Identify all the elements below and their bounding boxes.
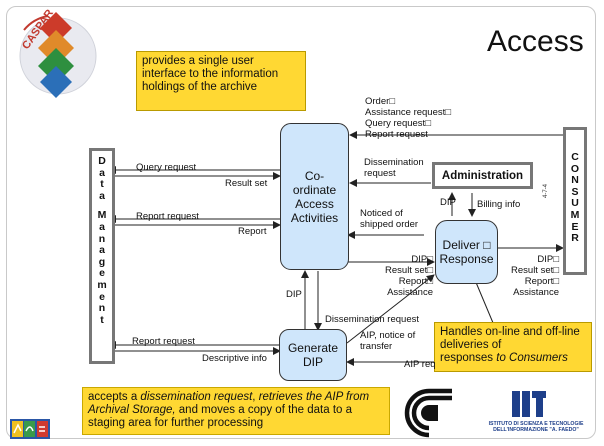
consumer-request-item: Query request□ <box>365 118 431 129</box>
callout-bottom-segment: dissemination request <box>140 391 253 403</box>
deliver-output-item: Assistance <box>513 287 559 298</box>
report-label: Report <box>238 226 267 237</box>
slide-frame <box>6 6 596 439</box>
deliver-outputs-label: DIP□ Result set□ Report□ Assistance <box>503 254 559 298</box>
consumer-letter: M <box>570 208 580 221</box>
deliver-input-item: Assistance <box>387 287 433 298</box>
consumer-letter: O <box>570 162 580 175</box>
consumer-letter: C <box>571 151 579 163</box>
aip-notice-label: AIP, notice of transfer <box>360 330 416 352</box>
data-management-letter: n <box>98 302 106 315</box>
data-management-letter: t <box>100 178 104 191</box>
coordinate-access-box: Co-ordinate Access Activities <box>280 123 349 270</box>
data-management-letter: M <box>97 209 107 222</box>
callout-top: provides a single user interface to the … <box>136 51 306 111</box>
dip-vertical-label: DIP <box>286 289 302 300</box>
deliver-output-item: Result set□ <box>511 265 559 276</box>
data-management-letter: a <box>99 220 105 233</box>
generate-dip-box: Generate DIP <box>279 329 347 381</box>
data-management-letter: e <box>99 290 105 303</box>
data-management-letter: a <box>99 244 105 257</box>
billing-info-label: Billing info <box>477 199 521 210</box>
cnr-logo <box>404 388 452 438</box>
partner-logo-icon <box>10 419 50 439</box>
callout-right-line2: responses <box>440 352 497 364</box>
deliver-input-item: DIP□ <box>411 254 433 265</box>
consumer-letter: N <box>571 174 579 187</box>
caspar-logo: CASPAR <box>19 8 97 98</box>
noticed-shipped-label: Noticed of shipped order <box>360 208 419 230</box>
isti-logo <box>512 391 546 417</box>
consumer-letter: S <box>571 185 579 198</box>
data-management-letter: t <box>100 313 104 326</box>
consumer-letter: R <box>571 232 579 245</box>
page-marker: 4-7-4 <box>543 183 549 198</box>
deliver-output-item: Report□ <box>524 276 559 287</box>
data-management-letter: g <box>98 255 106 268</box>
dissemination-request-top-label: Dissemination request <box>364 157 424 179</box>
callout-right-line1: Handles on-line and off-line deliveries … <box>440 326 580 351</box>
result-set-label: Result set <box>225 178 268 189</box>
data-management-letter: e <box>99 267 105 280</box>
data-management-letter: a <box>99 189 105 202</box>
page-title: Access <box>487 25 584 58</box>
data-management-letter: D <box>98 155 106 167</box>
isti-caption: ISTITUTO DI SCIENZA E TECNOLOGIE DELL'IN… <box>488 421 584 433</box>
callout-right: Handles on-line and off-line deliveries … <box>434 322 592 372</box>
data-management-letter: a <box>99 166 105 179</box>
deliver-input-item: Report□ <box>398 276 433 287</box>
consumer-request-item: Order□ <box>365 96 396 107</box>
deliver-inputs-label: DIP□ Result set□ Report□ Assistance <box>352 254 433 298</box>
deliver-response-box: Deliver □ Response <box>435 220 498 284</box>
report-request-left-label: Report request <box>136 211 199 222</box>
callout-bottom: accepts a dissemination request, retriev… <box>82 387 390 435</box>
consumer-request-item: Report request <box>365 129 428 140</box>
descriptive-info-label: Descriptive info <box>202 353 267 364</box>
data-management-letter: m <box>97 278 107 291</box>
callout-bottom-segment: accepts a <box>88 391 141 403</box>
consumer-requests-label: Order□ Assistance request□ Query request… <box>365 96 451 140</box>
dip-admin-label: DIP <box>440 197 456 208</box>
callout-bottom-segment: , <box>252 391 259 403</box>
data-management-letter: n <box>98 232 106 245</box>
administration-box: Administration <box>432 162 533 189</box>
dissemination-request-mid-label: Dissemination request <box>325 314 419 325</box>
query-request-label: Query request <box>136 162 197 173</box>
aip-request-label: AIP req <box>404 359 436 370</box>
deliver-input-item: Result set□ <box>385 265 433 276</box>
callout-bottom-segment: retrieves the AIP from Archival Storage, <box>88 391 370 416</box>
callout-bottom-segment: and moves a copy of the data to a stagin… <box>88 404 353 429</box>
consumer-letter: E <box>571 220 579 233</box>
consumer-request-item: Assistance request□ <box>365 107 452 118</box>
callout-right-italic: to Consumers <box>496 352 568 364</box>
consumer-letter: U <box>571 197 579 210</box>
deliver-output-item: DIP□ <box>537 254 559 265</box>
report-request-bottom-label: Report request <box>132 336 195 347</box>
